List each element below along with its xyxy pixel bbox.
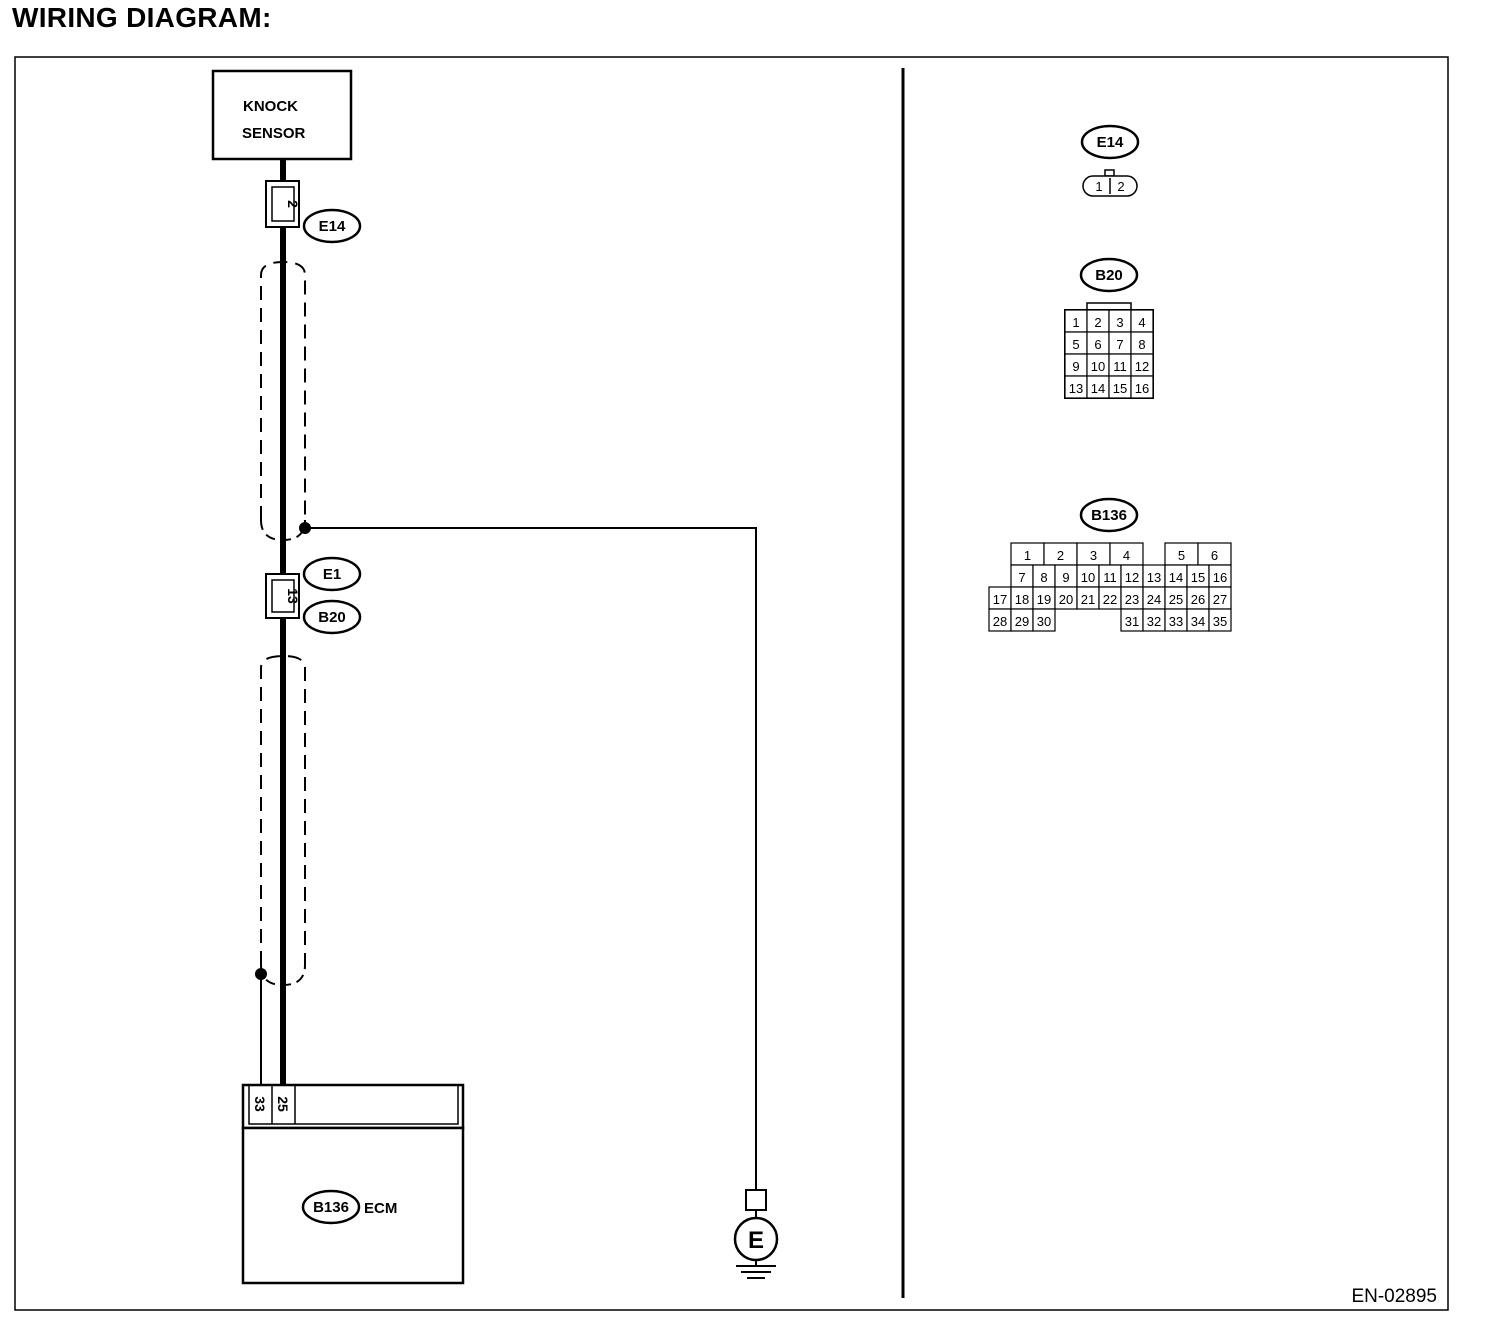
b136-pin-18: 18 bbox=[1015, 592, 1029, 607]
b20-pin-5: 5 bbox=[1072, 337, 1079, 352]
tag-b136-ecm: B136 bbox=[313, 1199, 349, 1216]
b136-pin-32: 32 bbox=[1147, 614, 1161, 629]
ecm-unit: 33 25 B136 ECM bbox=[241, 1083, 465, 1285]
diagram-frame bbox=[14, 56, 1449, 1311]
tag-e1-label: E1 bbox=[323, 566, 341, 583]
b136-pin-4: 4 bbox=[1123, 548, 1130, 563]
page-title: WIRING DIAGRAM: bbox=[12, 2, 272, 33]
b136-pin-6: 6 bbox=[1211, 548, 1218, 563]
b20-pin-13: 13 bbox=[1069, 381, 1083, 396]
b136-pin-14: 14 bbox=[1169, 570, 1183, 585]
b136-pin-17: 17 bbox=[993, 592, 1007, 607]
b136-pin-5: 5 bbox=[1178, 548, 1185, 563]
view-b136-tag: B136 bbox=[1091, 507, 1127, 524]
b20-pin-2: 2 bbox=[1094, 315, 1101, 330]
b136-pin-34: 34 bbox=[1191, 614, 1205, 629]
b20-pin-7: 7 bbox=[1116, 337, 1123, 352]
view-e14-pin-2: 2 bbox=[1117, 179, 1124, 194]
tag-e1: E1 bbox=[302, 556, 362, 592]
b136-pin-22: 22 bbox=[1103, 592, 1117, 607]
b136-pin-30: 30 bbox=[1037, 614, 1051, 629]
b136-pin-28: 28 bbox=[993, 614, 1007, 629]
ecm-label: ECM bbox=[364, 1200, 397, 1217]
view-b20-tag: B20 bbox=[1095, 267, 1123, 284]
knock-sensor: KNOCK SENSOR bbox=[211, 69, 353, 161]
b20-pin-number: 13 bbox=[285, 588, 301, 604]
b136-pin-11: 11 bbox=[1103, 570, 1117, 585]
b20-pin-15: 15 bbox=[1113, 381, 1127, 396]
b136-pin-2: 2 bbox=[1057, 548, 1064, 563]
b136-pin-16: 16 bbox=[1213, 570, 1227, 585]
b20-pin-1: 1 bbox=[1072, 315, 1079, 330]
tag-b20: B20 bbox=[302, 599, 362, 635]
ecm-pin-33: 33 bbox=[252, 1096, 268, 1112]
b20-pin-6: 6 bbox=[1094, 337, 1101, 352]
ground-label: E bbox=[748, 1227, 764, 1254]
e14-pin-number: 2 bbox=[285, 200, 301, 208]
ground-wire bbox=[305, 527, 757, 1190]
b136-pin-26: 26 bbox=[1191, 592, 1205, 607]
b136-pin-12: 12 bbox=[1125, 570, 1139, 585]
b20-pin-3: 3 bbox=[1116, 315, 1123, 330]
b136-pin-10: 10 bbox=[1081, 570, 1095, 585]
b20-pin-9: 9 bbox=[1072, 359, 1079, 374]
b136-pin-13: 13 bbox=[1147, 570, 1161, 585]
b136-pin-7: 7 bbox=[1018, 570, 1025, 585]
b136-pin-23: 23 bbox=[1125, 592, 1139, 607]
b136-pin-21: 21 bbox=[1081, 592, 1095, 607]
b20-pin-14: 14 bbox=[1091, 381, 1105, 396]
shield-lower bbox=[260, 654, 306, 987]
b136-pin-31: 31 bbox=[1125, 614, 1139, 629]
ground-symbol: E bbox=[733, 1189, 779, 1279]
b136-pin-15: 15 bbox=[1191, 570, 1205, 585]
b136-pin-19: 19 bbox=[1037, 592, 1051, 607]
b136-pin-1: 1 bbox=[1024, 548, 1031, 563]
b136-pin-27: 27 bbox=[1213, 592, 1227, 607]
view-e14-pin-1: 1 bbox=[1095, 179, 1102, 194]
knock-sensor-label-2: SENSOR bbox=[242, 125, 306, 142]
b136-pin-29: 29 bbox=[1015, 614, 1029, 629]
b20-pin-4: 4 bbox=[1138, 315, 1145, 330]
connector-view-e14: E14 1 2 bbox=[1080, 124, 1140, 197]
b136-pin-9: 9 bbox=[1062, 570, 1069, 585]
connector-e1-b20: 13 bbox=[265, 573, 301, 619]
b20-pin-12: 12 bbox=[1135, 359, 1149, 374]
b136-pin-8: 8 bbox=[1040, 570, 1047, 585]
b136-pin-20: 20 bbox=[1059, 592, 1073, 607]
b20-pin-10: 10 bbox=[1091, 359, 1105, 374]
b136-pin-35: 35 bbox=[1213, 614, 1227, 629]
tag-e14: E14 bbox=[302, 208, 362, 244]
tag-b20-label: B20 bbox=[318, 609, 346, 626]
b20-pin-11: 11 bbox=[1113, 359, 1127, 374]
figure-code: EN-02895 bbox=[1351, 1286, 1437, 1307]
connector-e14: 2 bbox=[265, 180, 301, 228]
b136-pin-24: 24 bbox=[1147, 592, 1161, 607]
knock-sensor-label-1: KNOCK bbox=[243, 98, 298, 115]
b20-pin-8: 8 bbox=[1138, 337, 1145, 352]
ecm-pin-25: 25 bbox=[275, 1096, 291, 1112]
view-e14-tag: E14 bbox=[1097, 134, 1124, 151]
tag-e14-label: E14 bbox=[319, 218, 346, 235]
b136-pin-33: 33 bbox=[1169, 614, 1183, 629]
b136-pin-3: 3 bbox=[1090, 548, 1097, 563]
b20-pin-16: 16 bbox=[1135, 381, 1149, 396]
b136-pin-25: 25 bbox=[1169, 592, 1183, 607]
